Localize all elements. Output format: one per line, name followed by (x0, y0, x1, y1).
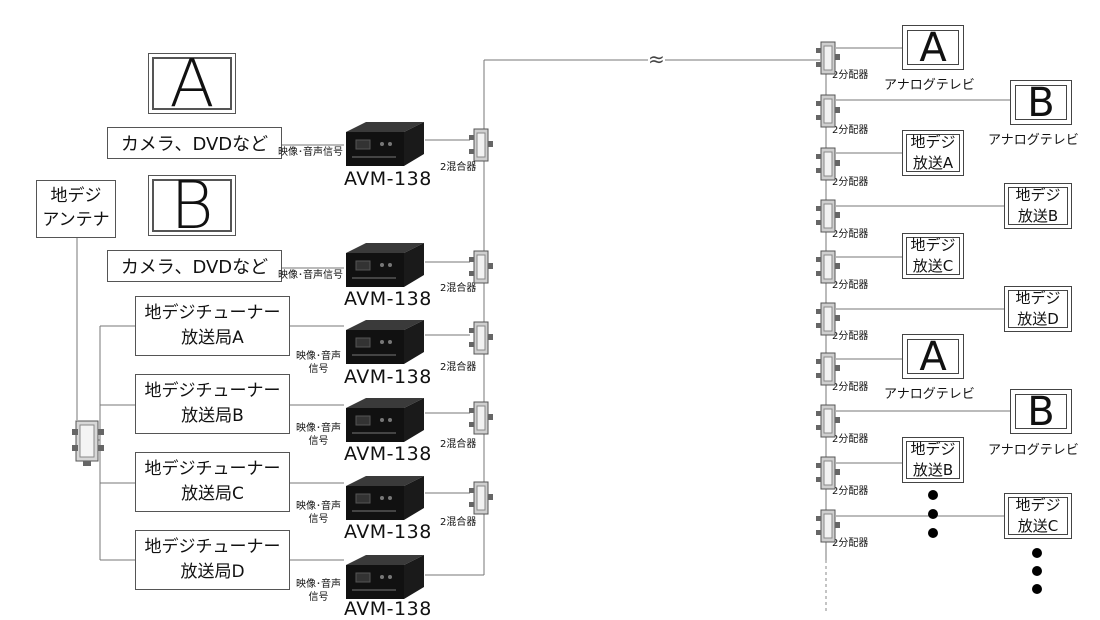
avm-138-device (346, 122, 424, 166)
signal-label-1: 映像･音声信号 (278, 147, 343, 158)
avm-138-device (346, 476, 424, 520)
continuation-dot (928, 528, 938, 538)
output-5-box: 地デジ 放送C (902, 233, 964, 279)
splitter-label-8: 2分配器 (832, 434, 869, 445)
output-8-letter: B (1010, 389, 1072, 434)
mixer-label-5: 2混合器 (440, 517, 477, 528)
output-2-letter: B (1010, 80, 1072, 125)
splitter-device (816, 250, 840, 284)
output-6-box: 地デジ 放送D (1004, 286, 1072, 332)
avm-label-2: AVM-138 (344, 288, 432, 310)
mixer-device (469, 321, 493, 355)
output-3-box: 地デジ 放送A (902, 130, 964, 176)
source-b-label: カメラ、DVDなど (107, 250, 282, 282)
avm-138-device (346, 398, 424, 442)
antenna-box: 地デジ アンテナ (36, 180, 116, 238)
splitter-label-1: 2分配器 (832, 70, 869, 81)
avm-138-device (346, 320, 424, 364)
splitter-device (816, 509, 840, 543)
output-9-box: 地デジ 放送B (902, 437, 964, 483)
splitter-label-6: 2分配器 (832, 331, 869, 342)
avm-label-5: AVM-138 (344, 521, 432, 543)
signal-label-6: 映像･音声 信号 (296, 579, 341, 603)
output-4-box: 地デジ 放送B (1004, 183, 1072, 229)
mixer-label-3: 2混合器 (440, 362, 477, 373)
output-7-letter: A (902, 334, 964, 379)
mixer-device (469, 481, 493, 515)
avm-138-device (346, 555, 424, 599)
splitter-device (816, 456, 840, 490)
continuation-dot (928, 509, 938, 519)
splitter-label-4: 2分配器 (832, 229, 869, 240)
tuner-a: 地デジチューナー 放送局A (135, 296, 290, 356)
mixer-device (469, 128, 493, 162)
continuation-dot (1032, 566, 1042, 576)
splitter-device (816, 199, 840, 233)
line-break-mark: ≈ (648, 47, 665, 71)
output-7-caption: アナログテレビ (884, 387, 975, 402)
splitter-label-5: 2分配器 (832, 280, 869, 291)
mixer-device (469, 401, 493, 435)
splitter-label-2: 2分配器 (832, 125, 869, 136)
antenna-splitter-device (72, 420, 104, 466)
continuation-dot (928, 490, 938, 500)
splitter-device (816, 41, 840, 75)
source-b-letter-box: B (152, 172, 232, 238)
source-a-letter-box: A (152, 50, 232, 116)
signal-label-3: 映像･音声 信号 (296, 351, 341, 375)
splitter-label-10: 2分配器 (832, 538, 869, 549)
splitter-label-9: 2分配器 (832, 486, 869, 497)
source-a-label: カメラ、DVDなど (107, 127, 282, 159)
mixer-device (469, 250, 493, 284)
output-1-letter: A (902, 25, 964, 70)
tuner-d: 地デジチューナー 放送局D (135, 530, 290, 590)
splitter-label-7: 2分配器 (832, 382, 869, 393)
splitter-label-3: 2分配器 (832, 177, 869, 188)
continuation-dot (1032, 584, 1042, 594)
continuation-dot (1032, 548, 1042, 558)
avm-label-4: AVM-138 (344, 443, 432, 465)
mixer-label-1: 2混合器 (440, 162, 477, 173)
avm-label-1: AVM-138 (344, 168, 432, 190)
splitter-device (816, 302, 840, 336)
avm-label-3: AVM-138 (344, 366, 432, 388)
splitter-device (816, 94, 840, 128)
mixer-label-2: 2混合器 (440, 283, 477, 294)
output-10-box: 地デジ 放送C (1004, 493, 1072, 539)
splitter-device (816, 404, 840, 438)
signal-label-5: 映像･音声 信号 (296, 501, 341, 525)
mixer-label-4: 2混合器 (440, 439, 477, 450)
splitter-device (816, 352, 840, 386)
splitter-device (816, 147, 840, 181)
output-1-caption: アナログテレビ (884, 78, 975, 93)
signal-label-4: 映像･音声 信号 (296, 423, 341, 447)
tuner-b: 地デジチューナー 放送局B (135, 374, 290, 434)
avm-label-6: AVM-138 (344, 598, 432, 620)
tuner-c: 地デジチューナー 放送局C (135, 452, 290, 512)
avm-138-device (346, 243, 424, 287)
signal-label-2: 映像･音声信号 (278, 270, 343, 281)
output-2-caption: アナログテレビ (988, 133, 1079, 148)
output-8-caption: アナログテレビ (988, 443, 1079, 458)
